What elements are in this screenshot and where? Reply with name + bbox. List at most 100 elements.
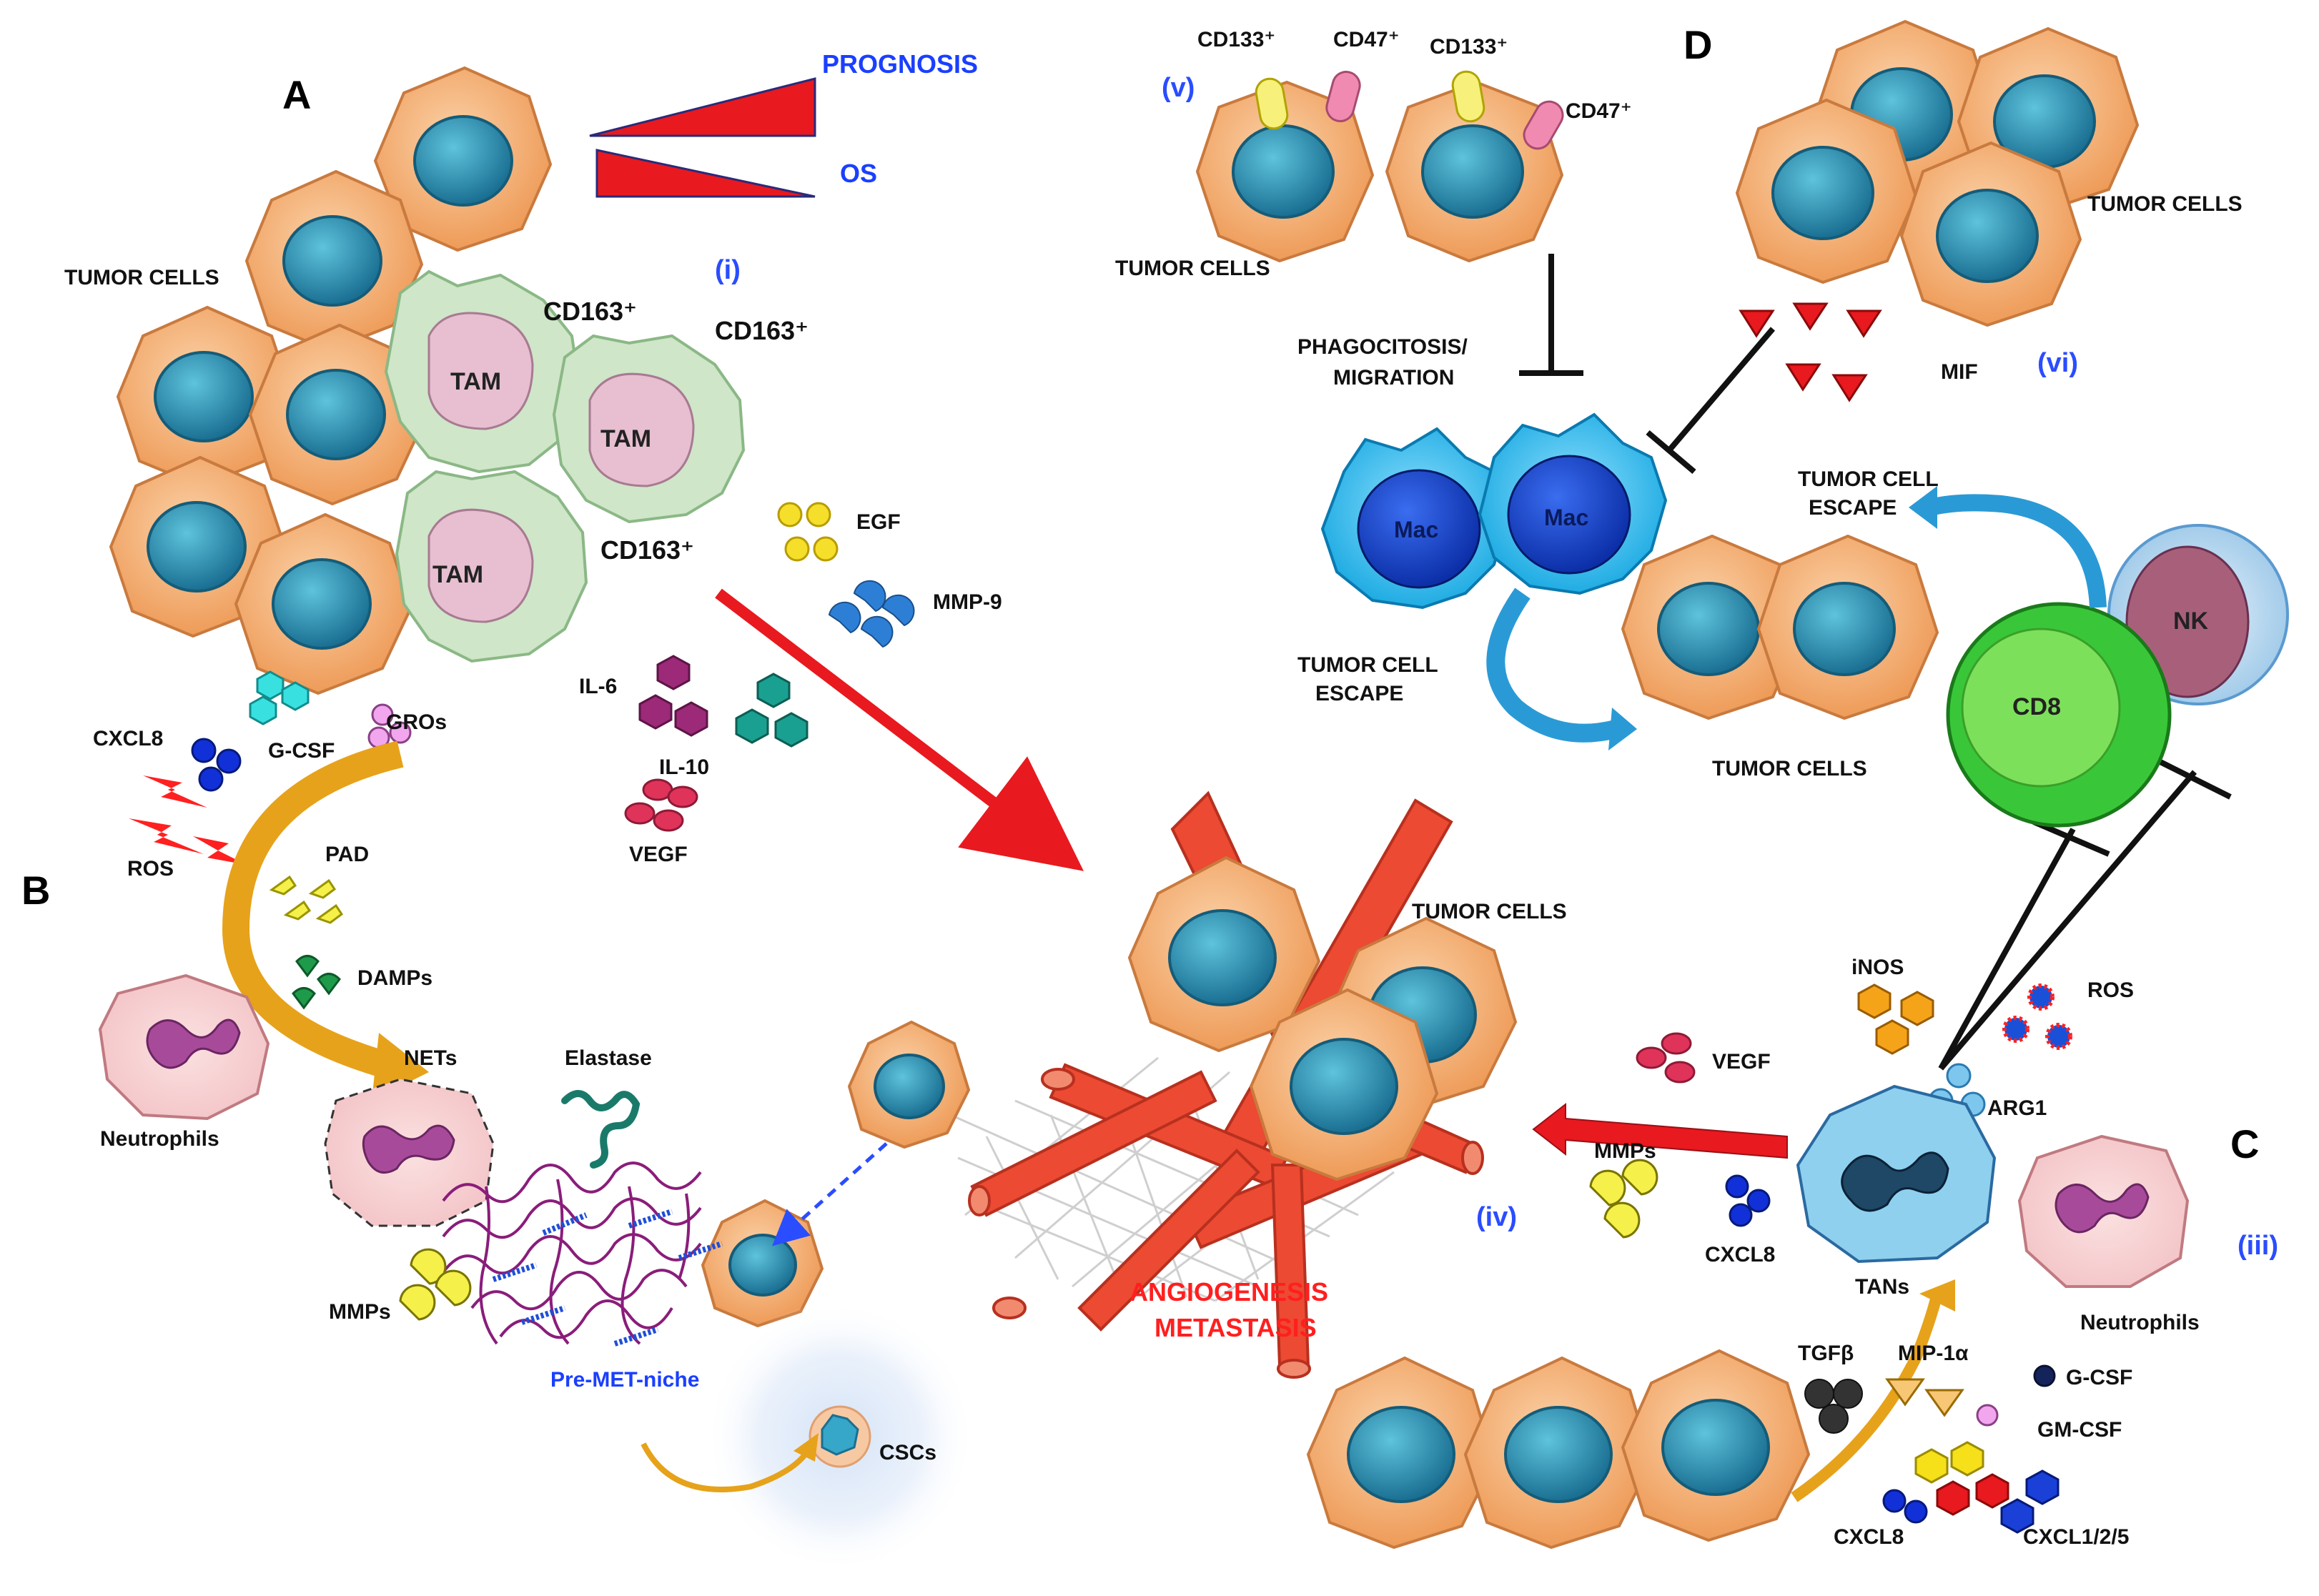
tumor-cell [244, 169, 424, 352]
tumor-cells [109, 19, 2140, 1550]
metastasis-label: METASTASIS [1154, 1313, 1317, 1342]
tumor-cell [1127, 856, 1321, 1053]
center: TUMOR CELLS ANGIOGENESIS METASTASIS [1129, 900, 1567, 1342]
il10-label: IL-10 [659, 755, 709, 779]
roman-v: (v) [1162, 73, 1195, 103]
tam-cell: TAM [384, 269, 581, 474]
neutrophils-label-c: Neutrophils [2080, 1311, 2200, 1334]
escape-arrow-mac [1486, 588, 1618, 743]
mmp9-label: MMP-9 [933, 590, 1002, 614]
roman-i: (i) [715, 255, 741, 285]
elastase-molecule [561, 1090, 641, 1169]
escape-label-cd8-1: TUMOR CELL [1798, 467, 1939, 491]
tumor-cell [1249, 988, 1439, 1181]
roman-iv: (iv) [1476, 1202, 1517, 1232]
tumor-cell [1306, 1356, 1496, 1550]
panel-a-label: A [282, 72, 311, 117]
cd133-label: CD133⁺ [1430, 35, 1508, 59]
roman-vi: (vi) [2037, 348, 2078, 378]
mif-label: MIF [1941, 360, 1978, 384]
inos-molecules [1857, 983, 1934, 1055]
tumor-cell [234, 512, 413, 695]
panel-b-label: B [21, 868, 50, 913]
cxcl8-label-c2: CXCL8 [1834, 1525, 1904, 1549]
ros-molecules-c [2002, 983, 2072, 1050]
inhibition-lines-d [1519, 254, 1776, 475]
cd163-label: CD163⁺ [715, 316, 809, 345]
escape-label-1: TUMOR CELL [1297, 653, 1438, 677]
cd133-label: CD133⁺ [1197, 28, 1275, 51]
pad-label: PAD [325, 843, 369, 866]
tan-cell [1796, 1084, 1997, 1264]
tans-label: TANs [1855, 1275, 1909, 1299]
il6-label: IL-6 [579, 675, 617, 698]
cd47-label: CD47⁺ [1333, 28, 1400, 51]
mmps-molecules-c [1589, 1159, 1658, 1239]
cxcl125-label: CXCL1/2/5 [2023, 1525, 2129, 1549]
damps-molecules [292, 955, 341, 1010]
panel-a: A PROGNOSIS OS (i) TUMOR CELLS TAM TAM T… [64, 49, 1084, 871]
csc-cell [809, 1405, 871, 1468]
cd133-receptor [1451, 70, 1485, 123]
tumor-cell [1385, 80, 1564, 263]
tumor-cell [1621, 1349, 1811, 1542]
gcsf-molecules-c [2033, 1364, 2056, 1387]
il10-molecules [735, 673, 809, 748]
cd47-label: CD47⁺ [1566, 99, 1632, 123]
egf-label: EGF [856, 510, 901, 534]
cd133-receptor [1255, 77, 1289, 130]
cd163-label: CD163⁺ [600, 535, 694, 565]
orange-arrow-to-csc [641, 1442, 811, 1492]
nk-label: NK [2173, 608, 2209, 635]
mac-label: Mac [1394, 517, 1438, 542]
macrophage: Mac [1478, 412, 1668, 595]
ros-label-c: ROS [2087, 978, 2134, 1002]
phago-label-2: MIGRATION [1333, 366, 1454, 390]
orange-arrowhead-b [372, 1033, 429, 1101]
net-cell [324, 1078, 495, 1227]
tumor-cells-label-d-bottom: TUMOR CELLS [1712, 757, 1867, 780]
gros-molecules [367, 703, 412, 749]
tumor-cell [847, 1020, 971, 1149]
cxcl8-label-b: CXCL8 [93, 727, 163, 750]
tumor-cell [1621, 534, 1804, 720]
nk-cell: NK [2107, 524, 2289, 705]
pre-met-niche-label: Pre-MET-niche [550, 1368, 699, 1392]
cscs-label: CSCs [879, 1441, 936, 1464]
inhibition-lines-c [1938, 758, 2232, 1071]
tumor-cells-label-a: TUMOR CELLS [64, 266, 219, 289]
cd47-receptor [1325, 71, 1361, 122]
gros-label: GROs [386, 710, 447, 734]
vegf-label: VEGF [629, 843, 688, 866]
tumor-cell [1735, 98, 1918, 284]
vegf-label-c: VEGF [1712, 1050, 1771, 1074]
vegf-molecules [624, 778, 698, 832]
gmcsf-label: GM-CSF [2037, 1418, 2122, 1442]
cd8-cell: CD8 [1946, 602, 2172, 828]
neutrophil-c [2017, 1134, 2190, 1288]
prognosis-label: PROGNOSIS [822, 49, 978, 79]
escape-label-cd8-2: ESCAPE [1809, 496, 1897, 520]
cxcl8-label-c: CXCL8 [1705, 1243, 1775, 1267]
pad-molecules [269, 875, 344, 924]
blue-fibers [492, 1209, 723, 1347]
tam-label: TAM [432, 561, 483, 588]
tumor-cell [1195, 80, 1375, 263]
dashed-arrow-to-niche [772, 1142, 888, 1246]
panel-c-label: C [2230, 1121, 2259, 1166]
nets-label: NETs [404, 1046, 457, 1070]
cxcl8-molecules [191, 738, 242, 792]
tgfb-molecules [1804, 1379, 1863, 1434]
red-arrow-tans-to-center [1532, 1102, 1788, 1159]
neutrophils-label-b: Neutrophils [100, 1127, 219, 1151]
gcsf-label-c: G-CSF [2066, 1366, 2132, 1389]
tam-cell: TAM [552, 334, 746, 524]
tumor-cells-label-d-right: TUMOR CELLS [2087, 192, 2243, 216]
tumor-cell [1463, 1356, 1653, 1550]
gmcsf-molecules [1976, 1404, 1999, 1427]
angiogenesis-label: ANGIOGENESIS [1129, 1277, 1328, 1307]
mmps-label-c: MMPs [1594, 1139, 1656, 1163]
prognosis-wedge [589, 77, 816, 137]
escape-label-2: ESCAPE [1315, 682, 1403, 705]
escape-arrow-cd8 [1928, 494, 2107, 608]
